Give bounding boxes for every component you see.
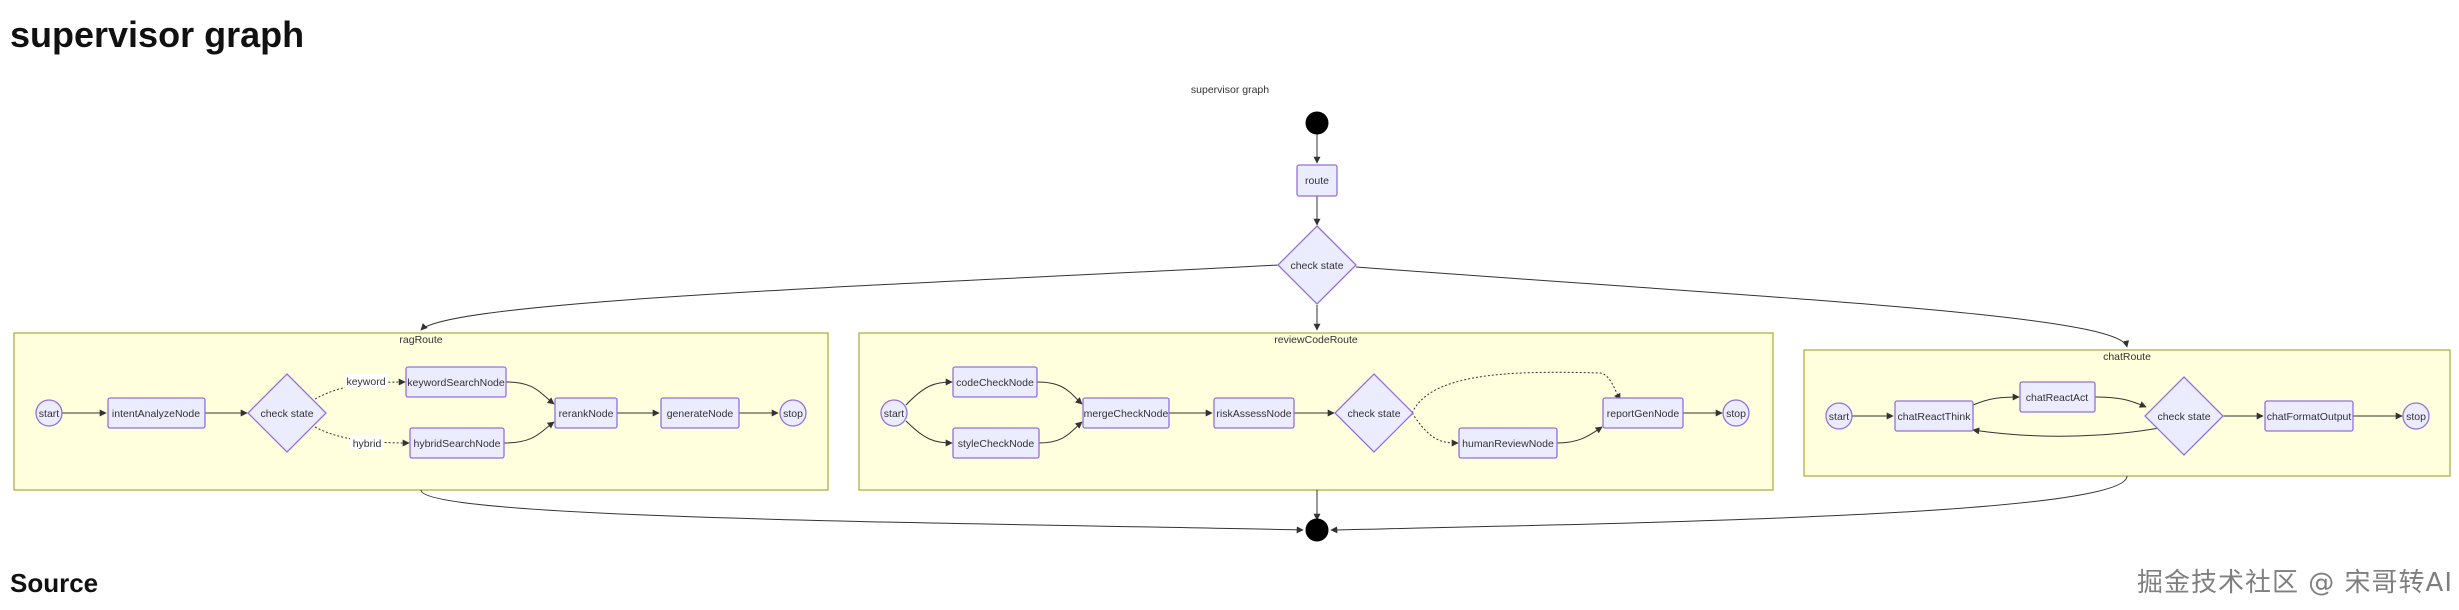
cluster-rag-label: ragRoute — [399, 334, 442, 346]
svg-text:check state: check state — [2157, 411, 2210, 423]
rag-check-state: check state — [247, 373, 327, 453]
cluster-chat-label: chatRoute — [2103, 351, 2151, 363]
svg-text:styleCheckNode: styleCheckNode — [958, 438, 1035, 450]
generate-node: generateNode — [660, 397, 740, 429]
edge-chat-end — [1330, 475, 2128, 534]
svg-text:stop: stop — [2406, 411, 2426, 423]
route-node: route — [1296, 164, 1338, 197]
chat-stop-node: stop — [2402, 402, 2430, 430]
svg-text:generateNode: generateNode — [667, 408, 734, 420]
svg-text:chatReactThink: chatReactThink — [1898, 411, 1972, 423]
edge-label-keyword: keyword — [346, 376, 385, 388]
top-check-state: check state — [1277, 225, 1357, 305]
svg-text:chatFormatOutput: chatFormatOutput — [2267, 411, 2352, 423]
diagram-caption: supervisor graph — [1191, 84, 1269, 96]
chat-react-think-node: chatReactThink — [1894, 400, 1974, 432]
svg-text:stop: stop — [1726, 408, 1746, 420]
svg-text:hybridSearchNode: hybridSearchNode — [414, 438, 501, 450]
cluster-review-label: reviewCodeRoute — [1274, 334, 1358, 346]
code-check-node: codeCheckNode — [952, 366, 1038, 398]
rag-edges — [62, 378, 779, 447]
review-start-node: start — [880, 399, 908, 427]
svg-text:rerankNode: rerankNode — [559, 408, 614, 420]
svg-text:intentAnalyzeNode: intentAnalyzeNode — [112, 408, 200, 420]
svg-text:riskAssessNode: riskAssessNode — [1216, 408, 1291, 420]
chat-format-output-node: chatFormatOutput — [2264, 400, 2354, 432]
review-stop-node: stop — [1722, 399, 1750, 427]
hybrid-search-node: hybridSearchNode — [409, 427, 505, 459]
chat-check-state: check state — [2144, 376, 2224, 456]
svg-text:chatReactAct: chatReactAct — [2026, 392, 2089, 404]
review-check-state: check state — [1334, 373, 1414, 453]
rag-start-node: start — [35, 399, 63, 427]
page-title: supervisor graph — [10, 14, 305, 55]
svg-text:check state: check state — [1347, 408, 1400, 420]
rag-stop-node: stop — [779, 399, 807, 427]
chat-react-act-node: chatReactAct — [2019, 381, 2096, 413]
svg-text:start: start — [39, 408, 60, 420]
intent-analyze-node: intentAnalyzeNode — [107, 397, 206, 429]
svg-text:codeCheckNode: codeCheckNode — [956, 377, 1034, 389]
risk-assess-node: riskAssessNode — [1213, 397, 1295, 429]
svg-text:start: start — [884, 408, 905, 420]
end-node — [1305, 518, 1329, 542]
svg-text:check state: check state — [260, 408, 313, 420]
report-gen-node: reportGenNode — [1602, 397, 1684, 429]
svg-text:humanReviewNode: humanReviewNode — [1462, 438, 1554, 450]
svg-text:keywordSearchNode: keywordSearchNode — [407, 377, 505, 389]
edge-label-hybrid: hybrid — [353, 438, 382, 450]
start-node — [1305, 111, 1329, 135]
style-check-node: styleCheckNode — [952, 427, 1040, 459]
rerank-node: rerankNode — [554, 397, 618, 429]
watermark: 掘金技术社区 @ 宋哥转AI — [2137, 568, 2453, 598]
keyword-search-node: keywordSearchNode — [405, 366, 507, 398]
human-review-node: humanReviewNode — [1458, 427, 1558, 459]
review-edges — [905, 371, 1723, 447]
svg-text:route: route — [1305, 175, 1329, 187]
edge-check-chat — [1355, 266, 2130, 348]
source-section-title: Source — [10, 568, 99, 598]
merge-check-node: mergeCheckNode — [1082, 397, 1170, 429]
svg-text:start: start — [1829, 411, 1850, 423]
svg-text:check state: check state — [1290, 260, 1343, 272]
svg-text:reportGenNode: reportGenNode — [1607, 408, 1680, 420]
svg-text:stop: stop — [783, 408, 803, 420]
svg-text:mergeCheckNode: mergeCheckNode — [1084, 408, 1169, 420]
edge-check-rag — [420, 264, 1279, 331]
edge-rag-end — [420, 489, 1304, 534]
chat-start-node: start — [1825, 402, 1853, 430]
